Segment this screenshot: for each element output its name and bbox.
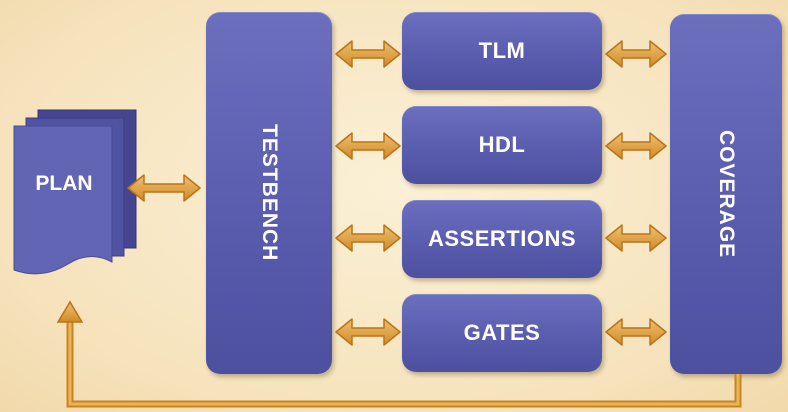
plan-testbench-arrow bbox=[127, 174, 201, 202]
hdl-coverage-arrow bbox=[605, 132, 667, 160]
testbench-gates-arrow bbox=[335, 318, 401, 346]
testbench-tlm-arrow bbox=[335, 40, 401, 68]
hdl-label: HDL bbox=[478, 132, 526, 157]
feedback-arrowhead-icon bbox=[56, 300, 84, 323]
feedback-arrow bbox=[56, 300, 742, 408]
gates-block: GATES bbox=[402, 294, 602, 372]
testbench-assertions-arrow bbox=[335, 224, 401, 252]
coverage-label: COVERAGE bbox=[715, 129, 738, 259]
assertions-block: ASSERTIONS bbox=[402, 200, 602, 278]
coverage-block: COVERAGE bbox=[670, 14, 782, 374]
assertions-label: ASSERTIONS bbox=[427, 226, 577, 251]
assertions-coverage-arrow bbox=[605, 224, 667, 252]
plan-page-front bbox=[13, 125, 113, 275]
tlm-label: TLM bbox=[478, 38, 526, 63]
tlm-coverage-arrow bbox=[605, 40, 667, 68]
gates-coverage-arrow bbox=[605, 318, 667, 346]
testbench-hdl-arrow bbox=[335, 132, 401, 160]
tlm-block: TLM bbox=[402, 12, 602, 90]
plan-label: PLAN bbox=[35, 172, 93, 195]
testbench-block: TESTBENCH bbox=[206, 12, 332, 374]
gates-label: GATES bbox=[463, 320, 541, 345]
testbench-label: TESTBENCH bbox=[258, 124, 281, 262]
hdl-block: HDL bbox=[402, 106, 602, 184]
